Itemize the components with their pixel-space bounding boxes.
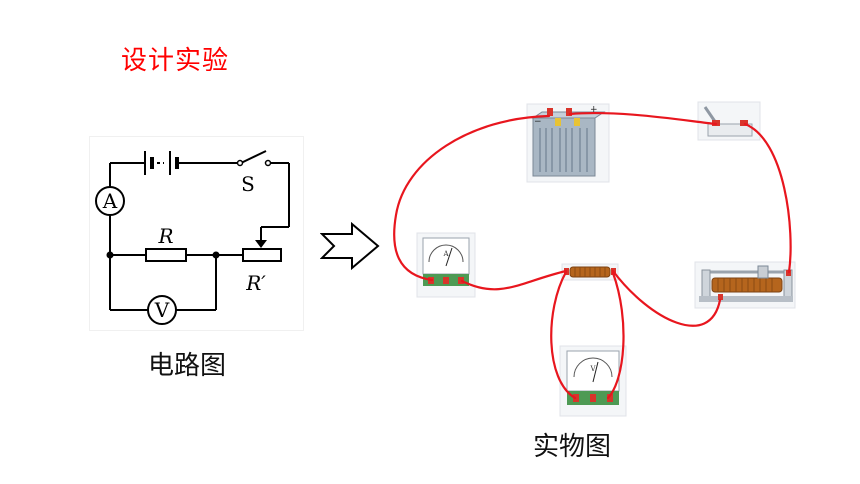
switch-contact-right bbox=[264, 159, 272, 167]
wire-ammeter-to-resistor bbox=[460, 269, 568, 291]
wire-battery-to-ammeter bbox=[393, 114, 551, 282]
voltmeter-photo: V bbox=[559, 345, 627, 417]
svg-text:−: − bbox=[534, 117, 542, 127]
wire-resistor-to-voltmeter-left bbox=[550, 270, 577, 400]
battery-photo: + − bbox=[526, 103, 610, 183]
rheostat-arrow bbox=[255, 240, 267, 248]
ammeter-circle bbox=[95, 186, 125, 216]
svg-text:+: + bbox=[590, 105, 598, 115]
switch-photo bbox=[697, 101, 761, 141]
voltmeter-circle bbox=[147, 295, 177, 325]
wire-resistor-to-voltmeter-right bbox=[606, 271, 625, 400]
voltmeter-label: V bbox=[154, 298, 170, 322]
slide-title: 设计实验 bbox=[121, 46, 230, 76]
ammeter-label: A bbox=[102, 189, 118, 213]
svg-text:V: V bbox=[589, 365, 596, 373]
wire-battery-to-switch bbox=[568, 111, 718, 126]
junction-dot-left bbox=[106, 251, 114, 259]
red-wires bbox=[393, 111, 792, 400]
arrow-right-icon bbox=[320, 222, 380, 271]
rheostat-photo bbox=[694, 261, 796, 309]
switch-contact-left bbox=[236, 159, 244, 167]
ammeter-photo: A bbox=[416, 232, 476, 298]
wire-switch-to-rheostat bbox=[743, 122, 792, 274]
resistor-label: R bbox=[157, 224, 173, 248]
switch-lever bbox=[240, 150, 267, 164]
junction-dot-right bbox=[212, 251, 220, 259]
physical-diagram-caption: 实物图 bbox=[533, 432, 612, 462]
svg-text:A: A bbox=[442, 250, 449, 258]
rheostat-r-prime bbox=[242, 248, 282, 262]
switch-label: S bbox=[241, 172, 255, 196]
resistor-photo bbox=[561, 263, 619, 281]
circuit-diagram-caption: 电路图 bbox=[148, 351, 227, 381]
schematic-svg: A V S R R′ bbox=[95, 150, 290, 325]
circuit-schematic: A V S R R′ bbox=[90, 137, 303, 330]
wire-resistor-to-rheostat bbox=[611, 269, 722, 327]
rheostat-label: R′ bbox=[245, 271, 266, 295]
